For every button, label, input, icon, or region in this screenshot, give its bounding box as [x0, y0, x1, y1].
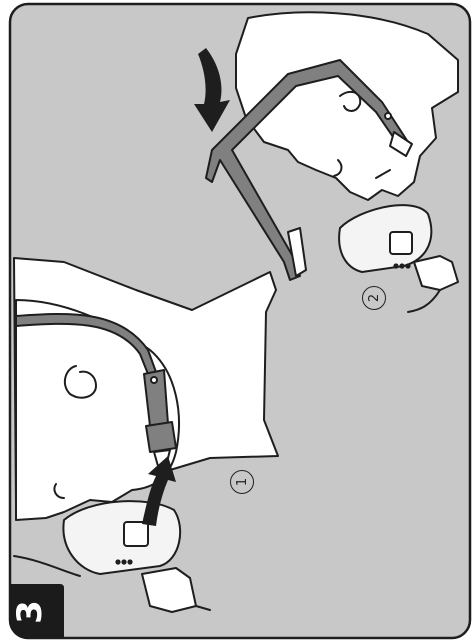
callout-number-1: 1 [230, 470, 254, 494]
callout-number-2: 2 [362, 286, 386, 310]
figure-1-clip-end [146, 422, 176, 452]
figure-2-clip-rivet [385, 113, 391, 119]
figure-1-mask-window [124, 522, 148, 546]
figure-2-hose-connector [414, 256, 458, 290]
step-badge [10, 584, 64, 638]
figure-2-mask-window [390, 232, 412, 254]
